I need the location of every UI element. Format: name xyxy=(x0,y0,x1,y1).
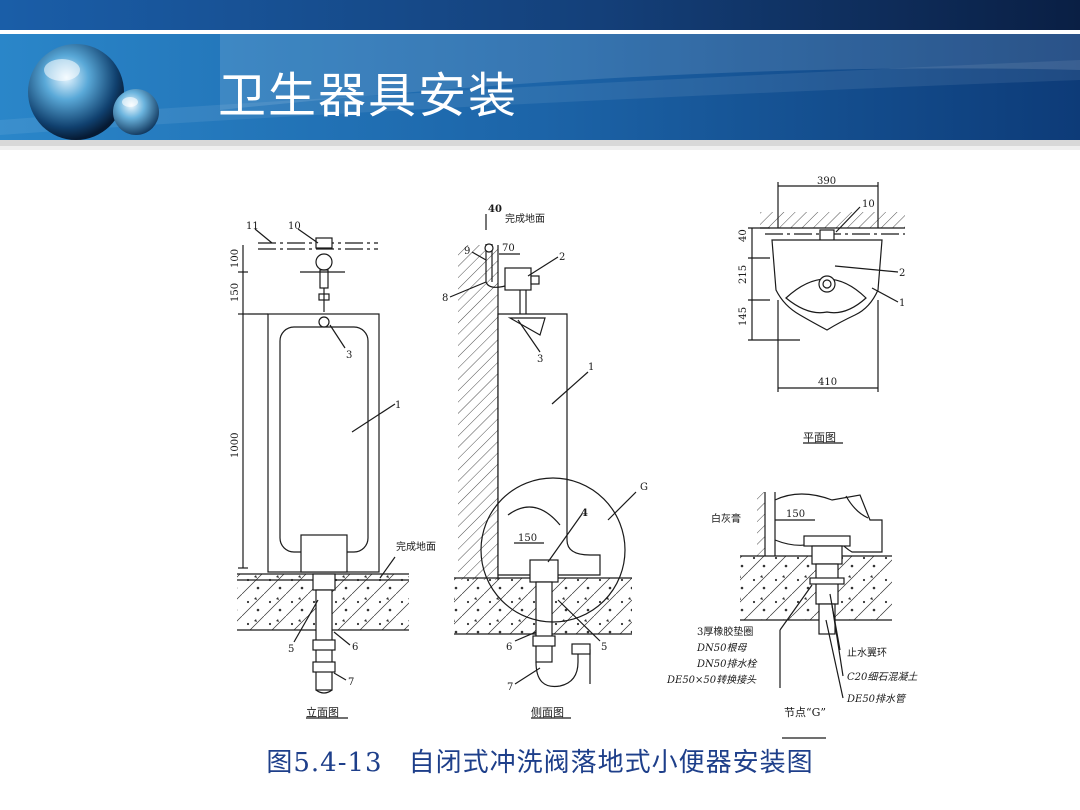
side-callout-8: 8 xyxy=(442,293,448,304)
caption-text: 自闭式冲洗阀落地式小便器安装图 xyxy=(408,748,814,778)
side-view-label: 侧面图 xyxy=(531,706,564,719)
side-callout-g: G xyxy=(640,482,648,493)
side-dim-70: 70 xyxy=(502,243,515,254)
detail-view-label: 节点“G” xyxy=(784,706,826,719)
side-view xyxy=(449,214,637,719)
plan-dim-145: 145 xyxy=(738,307,749,326)
plan-dim-215: 215 xyxy=(738,265,749,284)
sphere-small-icon xyxy=(113,89,159,135)
side-callout-7: 7 xyxy=(507,682,513,693)
side-dim-150: 150 xyxy=(518,533,537,544)
front-view-label: 立面图 xyxy=(306,705,339,719)
plan-view-label: 平面图 xyxy=(803,431,836,444)
side-callout-1: 1 xyxy=(588,362,594,373)
plan-callout-10: 10 xyxy=(862,199,875,210)
detail-concrete-label: C20细石混凝土 xyxy=(847,671,918,683)
detail-dim-150: 150 xyxy=(786,509,805,520)
installation-drawing: 11 10 3 1 5 6 7 完成地面 立面图 100 150 1000 xyxy=(0,150,1080,740)
detail-water-stop-label: 止水翼环 xyxy=(847,647,887,659)
drawing-svg: 11 10 3 1 5 6 7 完成地面 立面图 100 150 1000 xyxy=(230,176,918,739)
front-dim-100: 100 xyxy=(230,249,241,268)
plan-callout-2: 2 xyxy=(899,268,905,279)
front-callout-3: 3 xyxy=(346,350,352,361)
side-callout-2: 2 xyxy=(559,252,565,263)
detail-adapter-label: DE50×50转换接头 xyxy=(666,674,757,686)
front-dim-150: 150 xyxy=(230,283,241,302)
side-callout-4: 4 xyxy=(581,508,588,519)
detail-gasket-label: 3厚橡胶垫圈 xyxy=(697,625,753,638)
front-callout-7: 7 xyxy=(348,677,354,688)
plan-dim-390: 390 xyxy=(817,176,836,187)
detail-g xyxy=(740,492,892,739)
caption-number: 图5.4-13 xyxy=(266,748,383,778)
side-dim-40: 40 xyxy=(488,204,502,215)
sphere-large-icon xyxy=(28,44,124,140)
plan-dim-410: 410 xyxy=(818,377,837,388)
side-callout-6: 6 xyxy=(506,642,512,653)
slide-header: 卫生器具安装 xyxy=(0,0,1080,150)
side-wall-finish-label: 完成地面 xyxy=(505,212,545,225)
detail-drain-pipe-label: DE50排水管 xyxy=(846,693,907,705)
side-callout-9: 9 xyxy=(464,246,470,257)
front-dim-1000: 1000 xyxy=(230,433,241,458)
figure-caption: 图5.4-13 自闭式冲洗阀落地式小便器安装图 xyxy=(0,742,1080,779)
detail-drain-plug-label: DN50排水栓 xyxy=(696,658,757,670)
front-callout-1: 1 xyxy=(395,400,401,411)
front-callout-6: 6 xyxy=(352,642,358,653)
front-floor-label: 完成地面 xyxy=(396,540,436,553)
detail-root-nut-label: DN50根母 xyxy=(696,642,747,654)
front-callout-5: 5 xyxy=(288,644,294,655)
front-view xyxy=(237,228,409,719)
plan-view xyxy=(748,182,905,444)
side-callout-3: 3 xyxy=(537,354,543,365)
header-banner xyxy=(0,0,1080,150)
front-callout-10: 10 xyxy=(288,221,301,232)
plan-dim-40: 40 xyxy=(738,229,749,242)
detail-putty-label: 白灰膏 xyxy=(711,512,741,525)
slide-title: 卫生器具安装 xyxy=(218,68,519,124)
side-callout-5: 5 xyxy=(601,642,607,653)
front-callout-11: 11 xyxy=(246,221,259,232)
plan-callout-1: 1 xyxy=(899,298,905,309)
